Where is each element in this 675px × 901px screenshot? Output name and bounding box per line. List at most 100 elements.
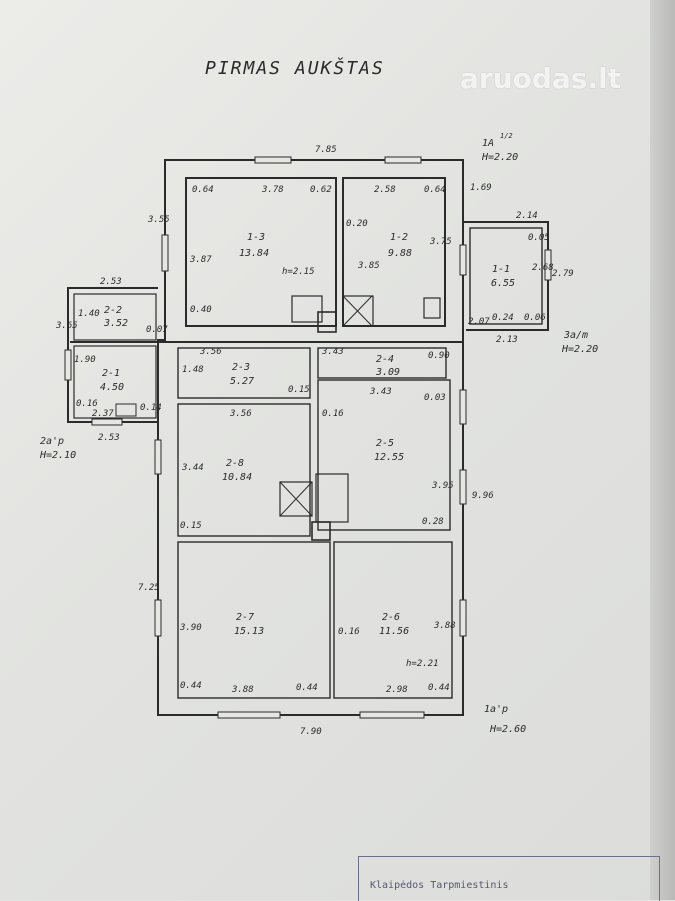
window-right-2 (459, 389, 467, 425)
window-top-2 (384, 156, 422, 164)
window-left-1 (161, 234, 169, 272)
ceiling-26: h=2.21 (406, 659, 439, 669)
stove-2 (342, 295, 374, 327)
room-2-8-id: 2-8 (226, 458, 244, 469)
dim-r11-bottom: 2.13 (496, 335, 518, 345)
window-top-1 (254, 156, 292, 164)
room-2-4-area: 3.09 (375, 367, 400, 378)
dim-r11-bl: 2.07 (468, 317, 490, 327)
room-2-7-id: 2-7 (236, 612, 254, 623)
dim-r26-bottom: 2.98 (386, 685, 408, 695)
dim-r21-bottom: 2.37 (92, 409, 114, 419)
stove-3 (423, 297, 441, 319)
dim-r24-tr: 0.90 (428, 351, 450, 361)
stamp-text: Klaipėdos Tarpmiestinis (370, 880, 509, 891)
room-2-4-outline (317, 347, 447, 379)
room-2-2-area: 3.52 (103, 318, 128, 329)
annotations: 1A 1/2 H=2.20 2a'p H=2.10 3a/m H=2.20 1a… (39, 132, 598, 735)
annot-1ap-label: 1a'p (484, 704, 508, 715)
stove-4 (279, 481, 313, 517)
plan-walls (67, 159, 549, 716)
annot-1ap-height: H=2.60 (489, 724, 526, 735)
dimension-labels: 7.85 7.90 3.55 7.25 9.96 3.78 3.87 0.64 … (55, 145, 574, 737)
stove-5 (315, 473, 349, 523)
window-left-2 (154, 439, 162, 475)
window-bottom-1 (217, 711, 281, 719)
window-right-4 (459, 599, 467, 637)
dim-r22-top: 2.53 (100, 277, 122, 287)
window-bottom-2 (359, 711, 425, 719)
room-1-2-area: 9.88 (388, 248, 412, 259)
dim-r25-tr: 0.03 (424, 393, 446, 403)
stove-cross-1 (342, 295, 373, 327)
dim-r21-bl: 0.16 (76, 399, 98, 409)
dim-r26-right: 3.88 (433, 621, 456, 631)
dim-r28-top: 3.56 (229, 409, 252, 419)
annot-3am-label: 3a/m (563, 330, 588, 341)
dim-r12-tr: 0.64 (424, 185, 446, 195)
dim-right-total: 9.96 (472, 491, 494, 501)
room-1-2-id: 1-2 (390, 232, 408, 243)
dim-r13-bl: 0.40 (190, 305, 212, 315)
room-labels: 1-3 13.84 1-2 9.88 1-1 6.55 2-2 3.52 2-1… (100, 232, 515, 637)
chimney-2 (311, 521, 331, 541)
room-2-6-area: 11.56 (379, 626, 409, 637)
room-2-8-area: 10.84 (222, 472, 252, 483)
dim-r21-right: 0.14 (140, 403, 162, 413)
room-2-3-area: 5.27 (230, 376, 254, 387)
floor-title: PIRMAS AUKŠTAS (205, 58, 385, 79)
dim-r27-br: 0.44 (296, 683, 318, 693)
window-right-1 (459, 244, 467, 276)
dim-left-lower: 7.25 (138, 583, 160, 593)
room-2-6-outline (333, 541, 453, 699)
dim-top-total: 7.85 (315, 145, 337, 155)
window-annex-right (544, 249, 552, 281)
dim-r11-side: 1.69 (470, 183, 492, 193)
room-1-3-outline (185, 177, 337, 327)
room-2-1-outline (73, 345, 157, 419)
dim-r13-left: 3.87 (189, 255, 212, 265)
dim-r21-outer: 2.53 (98, 433, 120, 443)
room-2-5-outline (317, 379, 451, 531)
room-2-2-outline (73, 293, 157, 341)
dim-r23-left: 1.48 (182, 365, 204, 375)
dim-r26-br: 0.44 (428, 683, 450, 693)
room-2-6-id: 2-6 (382, 612, 400, 623)
stove-cross-4 (279, 481, 313, 517)
dim-r12-left: 3.85 (357, 261, 380, 271)
room-1-1-outline (469, 227, 543, 325)
dim-r13-tl: 0.64 (192, 185, 214, 195)
room-1-1-area: 6.55 (491, 278, 515, 289)
dim-r21-left: 1.90 (74, 355, 96, 365)
ceiling-13: h=2.15 (282, 267, 315, 277)
room-1-3-id: 1-3 (247, 232, 265, 243)
room-2-1-id: 2-1 (102, 368, 120, 379)
window-annex-bottom (91, 418, 123, 426)
window-left-3 (154, 599, 162, 637)
dim-r24-bottom: 3.43 (369, 387, 392, 397)
dim-r23-top: 3.56 (199, 347, 222, 357)
dim-r26-left: 0.16 (338, 627, 360, 637)
room-2-5-id: 2-5 (376, 438, 394, 449)
room-2-3-outline (177, 347, 311, 399)
dim-r11-b2: 0.06 (524, 313, 546, 323)
dim-r22-outer: 3.65 (55, 321, 78, 331)
dim-r12-tl: 0.20 (346, 219, 368, 229)
dim-r12-top: 2.58 (374, 185, 396, 195)
room-1-3-area: 13.84 (239, 248, 269, 259)
chimney-1 (317, 311, 337, 333)
dim-r11-right: 2.79 (552, 269, 574, 279)
dim-r11-inner2: 2.68 (532, 263, 554, 273)
stove-1 (291, 295, 323, 323)
dim-r22-left: 1.40 (78, 309, 100, 319)
dim-bottom-total: 7.90 (300, 727, 322, 737)
dim-r25-tl: 0.16 (322, 409, 344, 419)
dim-r25-br: 0.28 (422, 517, 444, 527)
dim-r27-bottom: 3.88 (231, 685, 254, 695)
dim-r27-bl: 0.44 (180, 681, 202, 691)
window-left-annex (64, 349, 72, 381)
dim-r28-bl: 0.15 (180, 521, 202, 531)
room-2-1-area: 4.50 (100, 382, 124, 393)
dim-r12-right: 3.75 (429, 237, 452, 247)
